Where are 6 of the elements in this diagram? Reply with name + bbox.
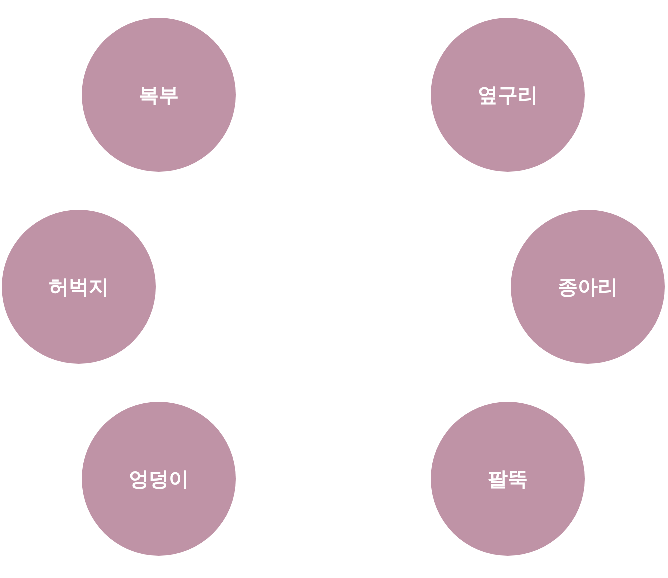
circle-label: 엉덩이 (129, 467, 189, 491)
circle-label: 복부 (139, 83, 179, 107)
circle-label: 종아리 (558, 275, 618, 299)
circle-label: 팔뚝 (488, 467, 528, 491)
circle-label: 옆구리 (478, 83, 538, 107)
circle-label: 허벅지 (49, 275, 109, 299)
